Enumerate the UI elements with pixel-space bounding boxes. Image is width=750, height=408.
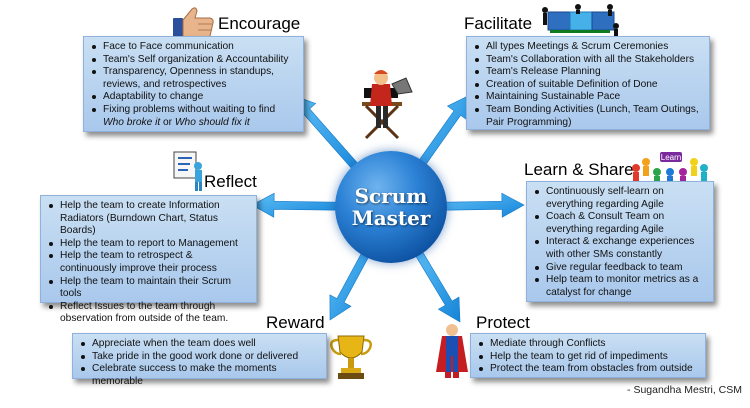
encourage-item: Adaptability to change (90, 91, 297, 104)
facilitate-item: Creation of suitable Definition of Done (473, 79, 703, 92)
reflect-item: Help the team to report to Management (47, 238, 250, 251)
facilitate-item: Team's Release Planning (473, 66, 703, 79)
reflect-box: Help the team to create Information Radi… (40, 195, 257, 324)
learn-share-box: Continuously self-learn on everything re… (526, 181, 714, 302)
scrum-master-circle: Scrum Master (335, 151, 447, 263)
reflect-item: Help the team to retrospect & continuous… (47, 250, 250, 275)
arrow-reflect (251, 192, 338, 218)
director-chair-icon (356, 66, 416, 142)
facilitate-title: Facilitate (464, 14, 533, 33)
facilitate-item: All types Meetings & Scrum Ceremonies (473, 41, 703, 54)
superhero-icon (434, 322, 470, 380)
encourage-item: Face to Face communication (90, 41, 297, 54)
facilitate-box: All types Meetings & Scrum Ceremonies Te… (466, 36, 710, 130)
learn-share-item: Interact & exchange experiences with oth… (533, 236, 707, 261)
protect-item: Mediate through Conflicts (477, 338, 699, 351)
encourage-item: Transparency, Openness in standups, revi… (90, 66, 297, 91)
whiteboard-presenter-icon (172, 150, 206, 192)
reward-item: Take pride in the good work done or deli… (79, 351, 320, 364)
arrow-protect (412, 247, 461, 323)
arrow-learn-share (444, 192, 525, 218)
learn-share-item: Give regular feedback to team (533, 262, 707, 275)
learn-circle-icon: Learn (630, 142, 710, 186)
learn-share-item: Coach & Consult Team on everything regar… (533, 211, 707, 236)
reflect-item: Help the team to create Information Radi… (47, 200, 250, 238)
reflect-title: Reflect (204, 172, 257, 191)
thumbs-up-icon (172, 6, 216, 40)
encourage-item: Fixing problems without waiting to find … (90, 104, 297, 129)
facilitate-item: Maintaining Sustainable Pace (473, 91, 703, 104)
facilitate-item: Team Bonding Activities (Lunch, Team Out… (473, 104, 703, 129)
facilitate-item: Team's Collaboration with all the Stakeh… (473, 54, 703, 67)
protect-item: Help the team to get rid of impediments (477, 351, 699, 364)
learn-share-item: Continuously self-learn on everything re… (533, 186, 707, 211)
protect-item: Protect the team from obstacles from out… (477, 363, 699, 376)
reward-title: Reward (266, 313, 325, 332)
center-label-line1: Scrum (354, 184, 428, 208)
arrow-reward (329, 248, 372, 321)
reflect-item: Reflect Issues to the team through obser… (47, 301, 250, 326)
team-puzzle-icon (540, 2, 620, 38)
reward-box: Appreciate when the team does well Take … (72, 333, 327, 387)
encourage-title: Encourage (218, 14, 301, 33)
center-label-line2: Master (351, 206, 431, 230)
encourage-item: Team's Self organization & Accountabilit… (90, 54, 297, 67)
author-credit: - Sugandha Mestri, CSM (627, 384, 742, 396)
reflect-item: Help the team to maintain their Scrum to… (47, 276, 250, 301)
protect-box: Mediate through Conflicts Help the team … (470, 333, 706, 378)
learn-badge-text: Learn (661, 153, 681, 162)
protect-title: Protect (476, 313, 530, 332)
reward-item: Celebrate success to make the moments me… (79, 363, 320, 388)
learn-share-title: Learn & Share (524, 160, 634, 179)
learn-share-item: Help team to monitor metrics as a cataly… (533, 274, 707, 299)
reward-item: Appreciate when the team does well (79, 338, 320, 351)
trophy-icon (328, 332, 374, 382)
encourage-box: Face to Face communication Team's Self o… (83, 36, 304, 132)
